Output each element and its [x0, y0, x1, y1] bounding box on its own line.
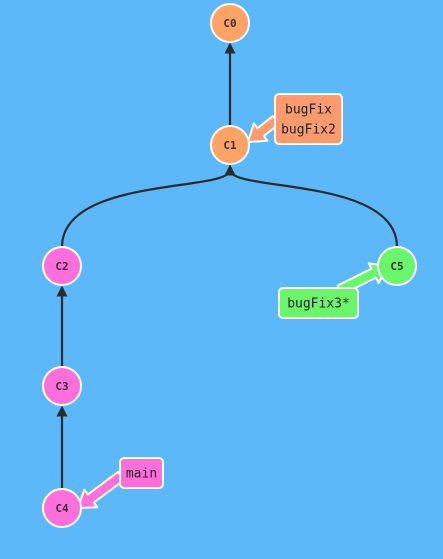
- commit-c3-node[interactable]: [42, 366, 82, 406]
- commit-c0-label: C0: [223, 17, 236, 30]
- branch-layer: bugFix bugFix2 bugFix3* main: [77, 93, 389, 509]
- edge-c5-to-c1: [224, 164, 399, 248]
- commit-c4-label: C4: [55, 502, 69, 515]
- commit-c2-label: C2: [55, 260, 68, 273]
- branch-label-bugfix3: bugFix3*: [287, 297, 350, 312]
- branch-main-box[interactable]: [119, 457, 164, 489]
- commit-c2[interactable]: C2: [42, 246, 82, 286]
- branch-label-bugfix: bugFix: [285, 103, 332, 118]
- branch-label-bugfix2: bugFix2: [281, 123, 336, 138]
- commit-c1-node[interactable]: [210, 125, 250, 165]
- commit-c0[interactable]: C0: [210, 3, 250, 43]
- commit-c0-node[interactable]: [210, 3, 250, 43]
- branch-bugfix-bugfix2-box[interactable]: [274, 93, 343, 145]
- commit-c3-label: C3: [55, 380, 68, 393]
- branch-bugfix3[interactable]: bugFix3*: [278, 262, 389, 319]
- edge-c2-to-c1: [60, 164, 236, 248]
- branch-main[interactable]: main: [77, 457, 164, 509]
- commit-c1-label: C1: [223, 139, 237, 152]
- branch-bugfix-bugfix2[interactable]: bugFix bugFix2: [247, 93, 343, 145]
- commit-c1[interactable]: C1: [210, 125, 250, 165]
- branch-bugfix3-box[interactable]: [278, 287, 359, 319]
- commit-c4[interactable]: C4: [42, 488, 82, 528]
- commit-c5-node[interactable]: [377, 246, 417, 286]
- edges-layer: [56, 42, 399, 489]
- commit-c5[interactable]: C5: [377, 246, 417, 286]
- commit-c5-label: C5: [390, 260, 403, 273]
- commit-c4-node[interactable]: [42, 488, 82, 528]
- branch-label-main: main: [126, 467, 157, 482]
- branch-main-pointer: [77, 470, 125, 509]
- commit-c2-node[interactable]: [42, 246, 82, 286]
- commit-c3[interactable]: C3: [42, 366, 82, 406]
